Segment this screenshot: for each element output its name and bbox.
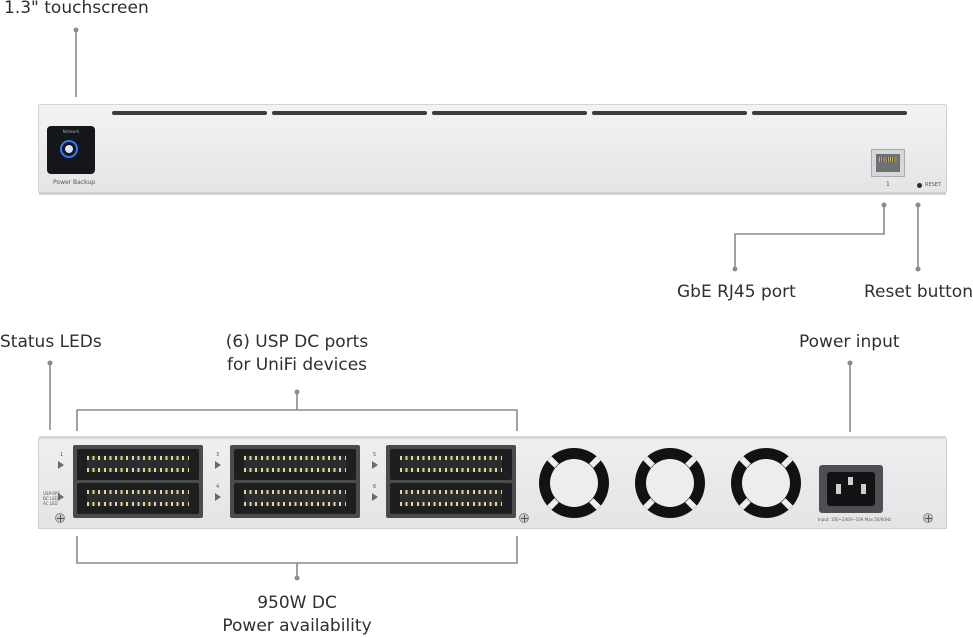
screw-icon: [55, 513, 65, 523]
vent-slot: [272, 111, 427, 115]
rj45-leader: [734, 205, 885, 269]
screen-ring-icon: [60, 140, 78, 158]
front-panel: Network Power Backup 1 RESET: [38, 104, 947, 195]
dc-port-block: [73, 445, 203, 518]
availability-label-line1: 950W DC: [257, 593, 337, 613]
status-led-arrow-icon: [58, 493, 64, 501]
dc-port-block: [230, 445, 360, 518]
rj45-port[interactable]: [871, 149, 905, 177]
reset-marking: RESET: [925, 182, 942, 188]
dc-ports-bracket: [76, 409, 518, 431]
usp-dc-port[interactable]: [77, 483, 199, 514]
reset-button[interactable]: [917, 183, 922, 188]
led-number: 1: [60, 452, 64, 458]
power-input-socket[interactable]: [819, 465, 883, 513]
socket-pin: [836, 484, 841, 494]
vent-slot: [592, 111, 747, 115]
reset-button-label: Reset button: [864, 282, 973, 302]
rj45-pins: [879, 157, 897, 162]
port-arrow-icon: [215, 461, 221, 469]
port-pins: [87, 490, 189, 506]
port-pins: [400, 490, 502, 506]
power-rating: Input: 100~240V~10A Max 50/60Hz: [818, 517, 891, 522]
screen-caption: Power Backup: [53, 179, 96, 186]
screen-dot-icon: [65, 145, 73, 153]
dc-port-block: [386, 445, 516, 518]
port-arrow-icon: [215, 493, 221, 501]
port-number: 3: [216, 452, 220, 458]
port-pins: [244, 490, 346, 506]
status-leds-label: Status LEDs: [0, 332, 102, 352]
touchscreen[interactable]: Network: [47, 126, 95, 174]
port-arrow-icon: [372, 461, 378, 469]
port-number: 6: [373, 484, 377, 490]
screw-icon: [923, 513, 933, 523]
touchscreen-label: 1.3" touchscreen: [4, 0, 149, 18]
fan-icon: [635, 448, 705, 518]
rj45-port-label: GbE RJ45 port: [677, 282, 796, 302]
usp-dc-port[interactable]: [77, 449, 199, 480]
port-number: 4: [216, 484, 220, 490]
vent-slot: [752, 111, 907, 115]
vent-slot: [112, 111, 267, 115]
led-marking: USP-RPS DC LED AC LED: [43, 491, 60, 506]
usp-dc-port[interactable]: [390, 449, 512, 480]
availability-bracket: [76, 536, 518, 564]
port-pins: [400, 456, 502, 472]
socket-pin: [861, 484, 866, 494]
usp-dc-port[interactable]: [234, 483, 356, 514]
port-arrow-icon: [372, 493, 378, 501]
dc-ports-label-line1: (6) USP DC ports: [225, 332, 369, 352]
port-number: 5: [373, 452, 377, 458]
rj45-port-number: 1: [886, 181, 890, 188]
status-led-arrow-icon: [58, 461, 64, 469]
availability-label-line2: Power availability: [222, 616, 372, 636]
rear-panel: 1 USP-RPS DC LED AC LED 3 4 5 6 Input: 1…: [38, 436, 947, 529]
port-pins: [87, 456, 189, 472]
usp-dc-port[interactable]: [234, 449, 356, 480]
usp-dc-port[interactable]: [390, 483, 512, 514]
dc-ports-label-line2: for UniFi devices: [226, 355, 368, 375]
iec-socket-inner: [827, 472, 875, 506]
power-input-label: Power input: [799, 332, 900, 352]
port-pins: [244, 456, 346, 472]
fan-icon: [539, 448, 609, 518]
vent-slot: [432, 111, 587, 115]
fan-icon: [731, 448, 801, 518]
screw-icon: [519, 513, 529, 523]
screen-header: Network: [62, 129, 80, 134]
socket-pin: [848, 477, 853, 485]
